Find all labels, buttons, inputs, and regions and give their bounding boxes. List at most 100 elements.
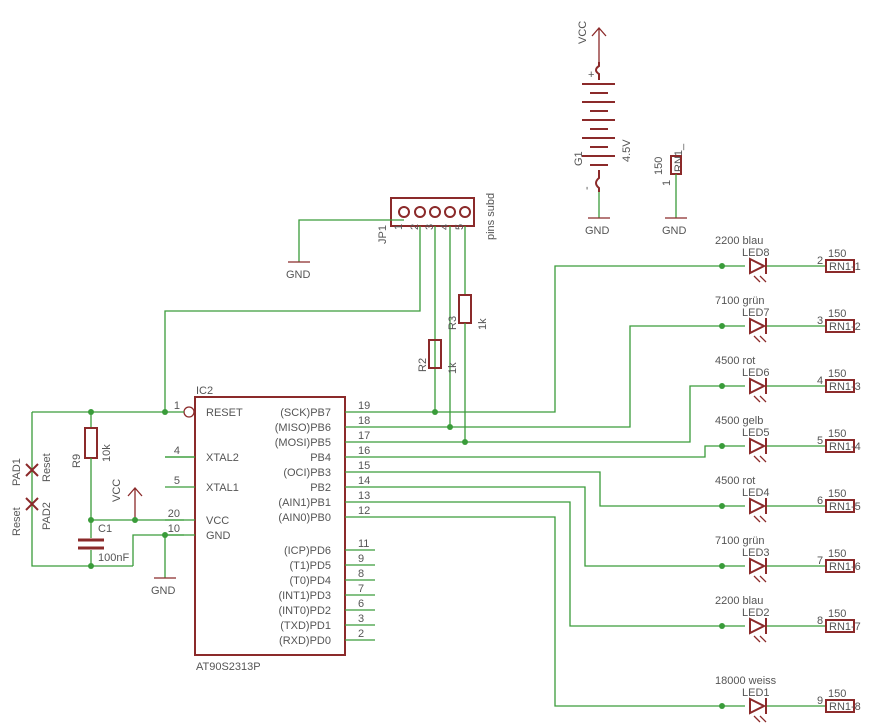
ic-right-pin-number: 19 <box>358 400 370 412</box>
ic-right-pin-label: PB2 <box>310 482 331 494</box>
rn-label: RN1-1 <box>829 261 861 273</box>
led-diode-icon <box>749 317 767 335</box>
ic-right-pin-label: (AIN1)PB1 <box>278 497 331 509</box>
ic-left-pin-label: GND <box>206 530 231 542</box>
led-value: 18000 weiss <box>715 675 777 687</box>
capacitor-c1: C1 100nF <box>78 520 129 566</box>
vcc-arrow-top <box>591 27 607 62</box>
ic-right-pin-number: 11 <box>358 538 369 550</box>
led-junction <box>719 263 725 269</box>
led-wire <box>375 486 745 567</box>
battery-bottom-curl <box>595 170 600 192</box>
led-light-icon <box>753 575 767 583</box>
ic-right-pin-label: (OCI)PB3 <box>283 467 331 479</box>
led-value: 2200 blau <box>715 595 763 607</box>
ic-left-pin-label: XTAL2 <box>206 452 239 464</box>
ic-body <box>194 396 346 656</box>
r2-value: 1k <box>447 362 459 374</box>
battery-plus: + <box>588 69 594 81</box>
battery-top-curl <box>595 62 600 80</box>
rn-top-name: RN1_ <box>673 143 685 172</box>
ic-left-pin-label: XTAL1 <box>206 482 239 494</box>
pad1: PAD1 Reset <box>11 453 53 486</box>
led-name: LED1 <box>742 687 770 699</box>
ic-right-pin-label: (INT1)PD3 <box>278 590 331 602</box>
led-wire <box>375 471 745 507</box>
ic-left-pin-label: RESET <box>206 407 243 419</box>
led-value: 4500 rot <box>715 355 755 367</box>
rn-value: 150 <box>828 548 846 560</box>
ic-right-pin-label: (INT0)PD2 <box>278 605 331 617</box>
rn1-top-group: 150 RN1_ 1 GND <box>653 143 687 237</box>
header-pin-1 <box>398 206 410 218</box>
ic-right-pin-label: (MOSI)PB5 <box>275 437 331 449</box>
junction-vcc-arrow <box>132 517 138 523</box>
ic2-chip: IC2 AT90S2313P <box>183 385 346 673</box>
ic-right-pin-label: (MISO)PB6 <box>275 422 331 434</box>
led-value: 4500 rot <box>715 475 755 487</box>
rn-value: 150 <box>828 688 846 700</box>
header-name: JP1 <box>377 225 389 244</box>
led-name: LED4 <box>742 487 770 499</box>
led-diode-icon <box>749 377 767 395</box>
led-light-icon <box>753 275 767 283</box>
gnd-label-ic: GND <box>151 585 176 597</box>
led-junction <box>719 503 725 509</box>
ic-left-pin-label: VCC <box>206 515 229 527</box>
rn-value: 150 <box>828 308 846 320</box>
ic-right-pin-number: 8 <box>358 568 364 580</box>
ic-part: AT90S2313P <box>196 661 261 673</box>
gnd-label-jp1: GND <box>286 269 311 281</box>
header-pin-num-2: 2 <box>409 224 421 230</box>
led-junction <box>719 443 725 449</box>
rn-value: 150 <box>828 608 846 620</box>
vcc-arrow-left <box>127 487 143 520</box>
rn-pin: 8 <box>817 615 823 627</box>
c1-name: C1 <box>98 523 112 535</box>
wire-jp1-gnd <box>298 219 404 262</box>
rn-box <box>825 699 855 713</box>
rn-box <box>825 439 855 453</box>
pad2-name: PAD2 <box>41 502 53 530</box>
ic-right-pin-label: (T0)PD4 <box>289 575 331 587</box>
led-diode-icon <box>749 437 767 455</box>
gnd-label-battery: GND <box>585 225 610 237</box>
led-light-icon <box>753 635 767 643</box>
rn-value: 150 <box>828 428 846 440</box>
rn-top-value: 150 <box>653 157 665 175</box>
pad1-label: Reset <box>41 453 53 482</box>
header-pin-5 <box>459 206 471 218</box>
led-junction <box>719 563 725 569</box>
ic-left-pin-number: 20 <box>168 508 180 520</box>
led-name: LED5 <box>742 427 770 439</box>
led-wire <box>375 501 745 627</box>
vcc-label-left: VCC <box>111 479 123 502</box>
rn-label: RN1-6 <box>829 561 861 573</box>
led-light-icon <box>753 515 767 523</box>
ic-right-pin-number: 6 <box>358 598 364 610</box>
led-diode-icon <box>749 697 767 715</box>
r9-name: R9 <box>71 454 83 468</box>
ic-right-pin-number: 15 <box>358 460 370 472</box>
rn-label: RN1-4 <box>829 441 861 453</box>
pad1-name: PAD1 <box>11 458 23 486</box>
led-name: LED6 <box>742 367 770 379</box>
wire-reset <box>164 226 421 412</box>
ic-name: IC2 <box>196 385 213 397</box>
ic-right-pin-number: 17 <box>358 430 370 442</box>
ic-left-pin-number: 5 <box>174 475 180 487</box>
ic-right-pin-number: 9 <box>358 553 364 565</box>
r9-value: 10k <box>101 444 113 462</box>
header-label: pins subd <box>485 193 497 240</box>
led-diode-icon <box>749 497 767 515</box>
ic-reset-bubble <box>183 406 195 418</box>
rn-pin: 2 <box>817 255 823 267</box>
r3-name: R3 <box>447 316 459 330</box>
rn-pin: 4 <box>817 375 823 387</box>
led-wire <box>375 385 745 443</box>
ic-right-pin-number: 7 <box>358 583 364 595</box>
led-wire <box>375 516 745 707</box>
